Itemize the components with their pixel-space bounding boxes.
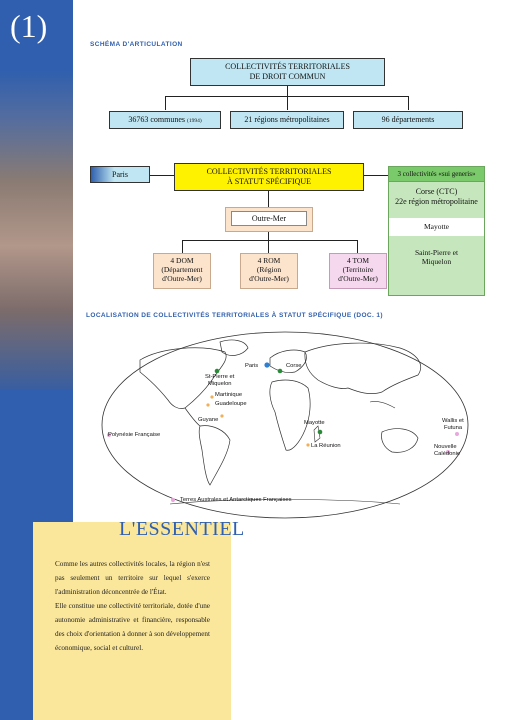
communes-text: 36763 communes <box>128 115 185 124</box>
taaf-marker <box>171 498 175 502</box>
outre-mer-box: Outre-Mer <box>231 211 307 226</box>
droit-commun-box: COLLECTIVITÉS TERRITORIALES DE DROIT COM… <box>190 58 385 86</box>
departements-text: 96 départements <box>381 115 435 124</box>
localisation-title: LOCALISATION DE COLLECTIVITÉS TERRITORIA… <box>86 312 383 319</box>
droit-commun-line1: COLLECTIVITÉS TERRITORIALES <box>225 62 350 71</box>
spm-line2: Miquelon <box>421 257 452 267</box>
connector <box>287 96 288 110</box>
tom-box: 4 TOM (Territoire d'Outre-Mer) <box>329 253 387 289</box>
communes-year: (1994) <box>187 118 202 124</box>
label-spm1: St-Pierre et <box>205 374 235 380</box>
essentiel-title: L'ESSENTIEL <box>119 518 245 540</box>
connector <box>165 96 166 110</box>
corse-line1: Corse (CTC) <box>415 187 458 196</box>
world-map: Paris Corse St-Pierre et Miquelon Martin… <box>100 330 470 520</box>
label-martinique: Martinique <box>215 392 243 398</box>
south-america <box>198 425 231 486</box>
connector <box>268 240 269 255</box>
sui-generis-header: 3 collectivités «sui generis» <box>389 167 484 182</box>
schema-title: SCHÉMA D'ARTICULATION <box>90 41 183 48</box>
tom-line3: d'Outre-Mer) <box>338 274 378 283</box>
guadeloupe-marker <box>206 403 210 407</box>
label-guyane: Guyane <box>198 417 219 423</box>
droit-commun-line2: DE DROIT COMMUN <box>249 71 326 81</box>
portrait-photo <box>0 70 73 390</box>
label-mayotte: Mayotte <box>304 420 325 426</box>
connector <box>182 240 183 255</box>
label-spm2: Miquelon <box>208 381 232 387</box>
regions-box: 21 régions métropolitaines <box>230 111 344 129</box>
tom-line1: 4 TOM <box>346 256 370 265</box>
specifique-line1: COLLECTIVITÉS TERRITORIALES <box>206 167 332 176</box>
connector <box>287 86 288 96</box>
essentiel-text: Comme les autres collectivités locales, … <box>55 557 210 655</box>
connector <box>150 175 174 176</box>
rom-line3: d'Outre-Mer) <box>249 274 289 283</box>
reunion-marker <box>306 443 310 447</box>
essentiel-para1: Comme les autres collectivités locales, … <box>55 560 210 596</box>
tom-line2: (Territoire <box>342 265 374 274</box>
corse-marker <box>277 368 283 374</box>
specifique-line2: À STATUT SPÉCIFIQUE <box>226 176 312 186</box>
rom-line1: 4 ROM <box>257 256 281 265</box>
mayotte-marker <box>317 429 323 435</box>
regions-text: 21 régions métropolitaines <box>244 115 330 124</box>
spm-line1: Saint-Pierre et <box>414 248 459 258</box>
paris-text: Paris <box>112 170 128 179</box>
guyane-marker <box>220 414 224 418</box>
polynesie-marker <box>107 433 111 437</box>
outre-mer-text: Outre-Mer <box>251 214 287 223</box>
label-reunion: La Réunion <box>311 443 341 449</box>
statut-specifique-box: COLLECTIVITÉS TERRITORIALES À STATUT SPÉ… <box>174 163 364 191</box>
central-america <box>184 407 201 427</box>
label-nc1: Nouvelle <box>434 444 457 450</box>
indonesia <box>369 401 396 409</box>
paris-marker <box>264 362 270 368</box>
connector <box>182 240 357 241</box>
map-outline <box>101 331 469 519</box>
label-wallis2: Futuna <box>444 425 463 431</box>
label-wallis1: Wallis et <box>442 418 464 424</box>
dom-line2: (Département <box>161 265 203 274</box>
rom-line2: (Région <box>256 265 282 274</box>
greenland <box>219 339 249 356</box>
sui-generis-panel: 3 collectivités «sui generis» Corse (CTC… <box>388 166 485 296</box>
mayotte-cell: Mayotte <box>389 218 484 237</box>
dom-box: 4 DOM (Département d'Outre-Mer) <box>153 253 211 289</box>
antarctica <box>169 499 401 505</box>
africa <box>269 379 311 451</box>
label-taaf: Terres Australes et Antarctiques Françai… <box>180 497 292 503</box>
world-map-svg <box>101 331 469 519</box>
chapter-number: (1) <box>10 8 48 44</box>
rom-box: 4 ROM (Région d'Outre-Mer) <box>240 253 298 289</box>
corse-line2: 22e région métropolitaine <box>395 196 478 206</box>
connector <box>408 96 409 110</box>
north-america <box>139 347 227 409</box>
connector <box>268 191 269 208</box>
martinique-marker <box>210 395 214 399</box>
spm-marker <box>214 368 220 374</box>
label-nc2: Calédonie <box>434 451 461 457</box>
connector <box>364 175 388 176</box>
australia <box>381 428 419 453</box>
connector <box>268 232 269 240</box>
dom-line3: d'Outre-Mer) <box>162 274 202 283</box>
departements-box: 96 départements <box>353 111 463 129</box>
communes-box: 36763 communes (1994) <box>109 111 221 129</box>
wallis-marker <box>455 432 459 436</box>
connector <box>357 240 358 255</box>
label-corse: Corse <box>286 363 302 369</box>
dom-line1: 4 DOM <box>170 256 194 265</box>
label-guadeloupe: Guadeloupe <box>215 401 247 407</box>
essentiel-panel <box>33 522 231 720</box>
label-polynesie: Polynésie Française <box>108 432 161 438</box>
essentiel-para2: Elle constitue une collectivité territor… <box>55 602 210 652</box>
nc-marker <box>446 450 450 454</box>
paris-box: Paris <box>90 166 150 183</box>
label-paris: Paris <box>245 363 259 369</box>
asia <box>304 342 422 394</box>
madagascar <box>313 425 321 443</box>
